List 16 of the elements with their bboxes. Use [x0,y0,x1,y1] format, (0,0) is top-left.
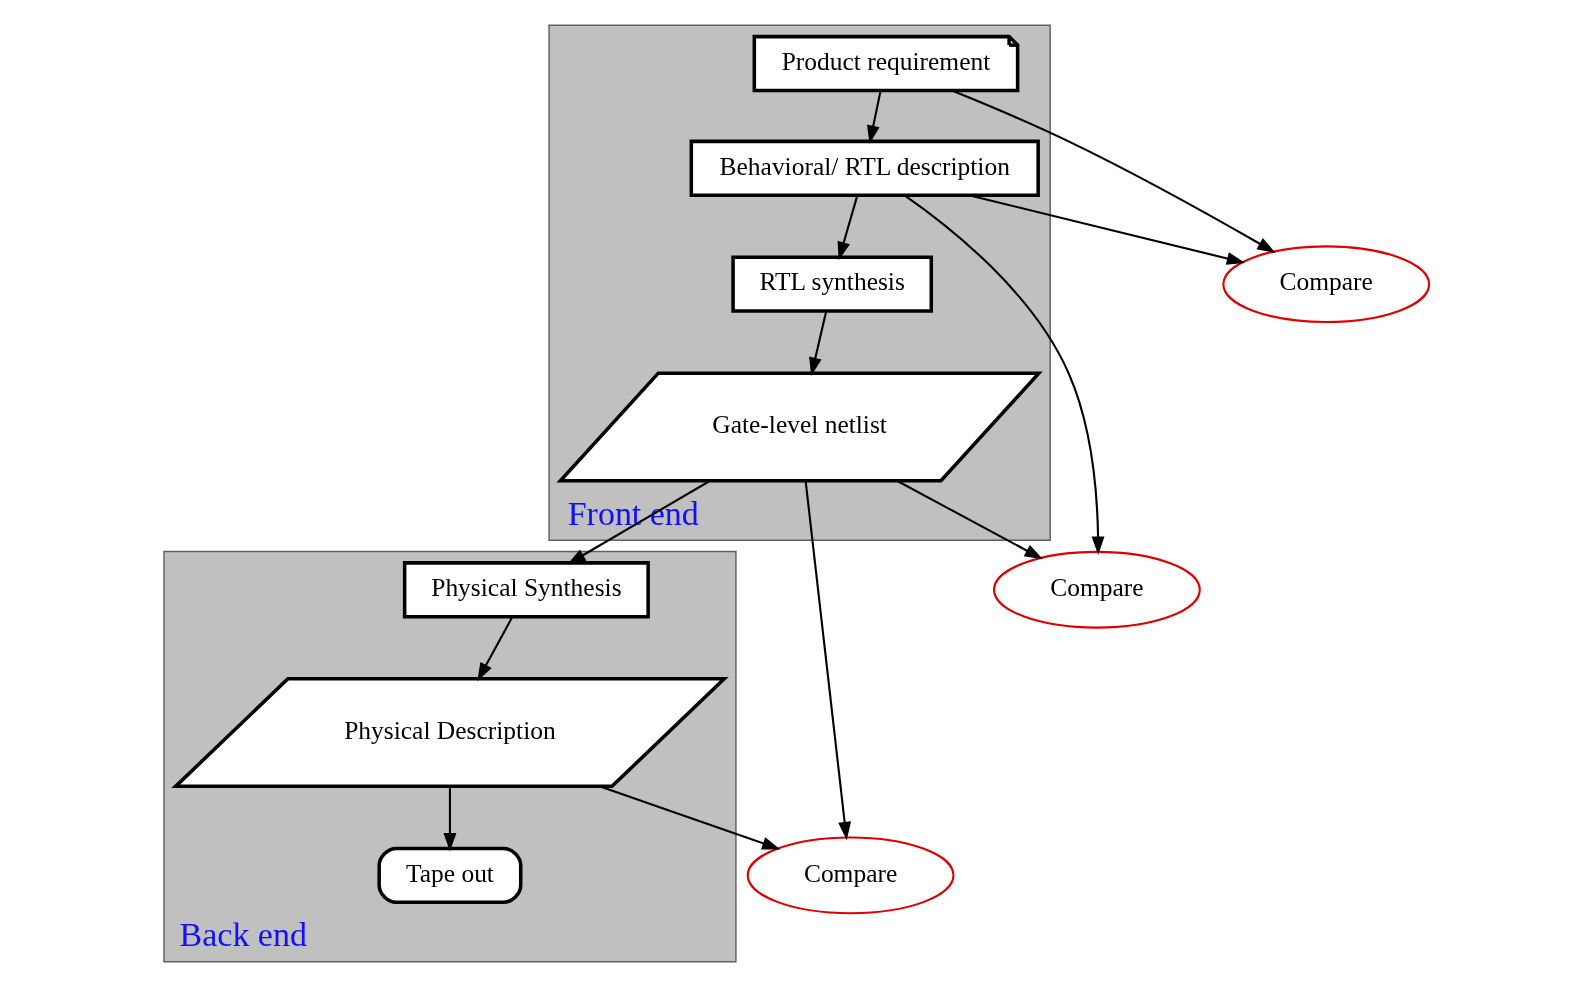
arrow [837,195,859,261]
arrow [951,89,1276,253]
arrow [477,616,514,682]
arrow [903,194,1105,555]
arrow [443,786,457,852]
node-box: RTL synthesis [731,255,934,313]
arrow [599,785,781,850]
node-box: Physical Synthesis [402,561,650,619]
node-box: Behavioral/ RTL description [689,139,1040,197]
arrow [804,480,852,841]
arrow [809,311,828,376]
node-box: Tape out [377,846,523,904]
node-ellipse: Compare [993,550,1201,629]
arrow [896,479,1043,560]
arrow [567,479,711,565]
arrow [866,90,882,144]
